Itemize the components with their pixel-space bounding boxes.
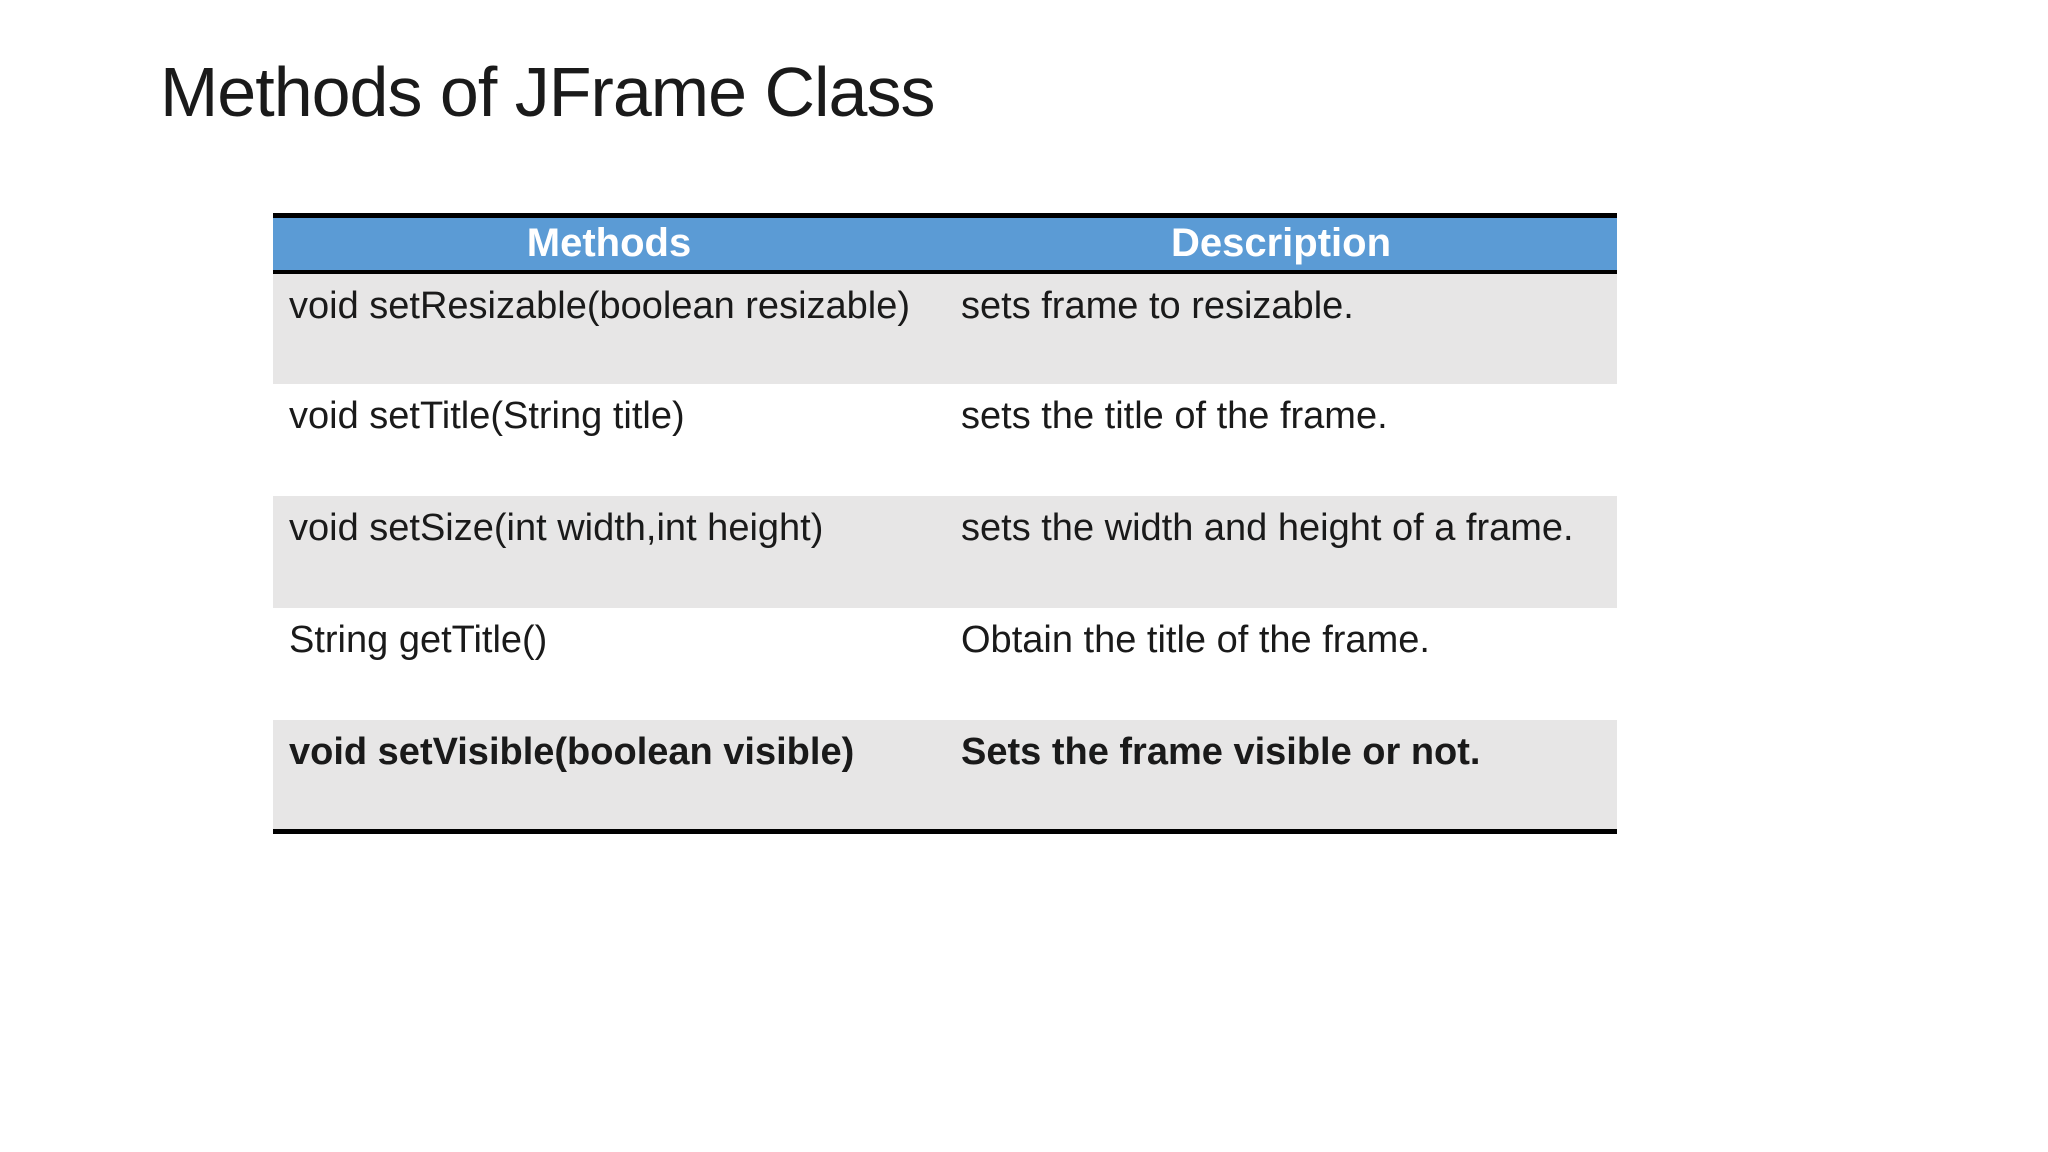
table-row: void setResizable(boolean resizable) set…: [273, 271, 1617, 384]
table-row: void setSize(int width,int height) sets …: [273, 495, 1617, 608]
cell-description: sets frame to resizable.: [945, 271, 1617, 384]
table-row: void setVisible(boolean visible) Sets th…: [273, 719, 1617, 832]
header-cell-methods: Methods: [273, 215, 945, 274]
cell-method: void setResizable(boolean resizable): [273, 271, 945, 384]
cell-method: void setTitle(String title): [273, 383, 945, 496]
cell-description: sets the width and height of a frame.: [945, 495, 1617, 608]
cell-description: Sets the frame visible or not.: [945, 719, 1617, 832]
table-row: String getTitle() Obtain the title of th…: [273, 607, 1617, 720]
table-row: void setTitle(String title) sets the tit…: [273, 383, 1617, 496]
cell-method: void setSize(int width,int height): [273, 495, 945, 608]
methods-table: Methods Description void setResizable(bo…: [273, 213, 1617, 834]
cell-description: sets the title of the frame.: [945, 383, 1617, 496]
cell-method: void setVisible(boolean visible): [273, 719, 945, 832]
cell-method: String getTitle(): [273, 607, 945, 720]
cell-description: Obtain the title of the frame.: [945, 607, 1617, 720]
header-cell-description: Description: [945, 215, 1617, 274]
table-header-row: Methods Description: [273, 215, 1617, 274]
page-title: Methods of JFrame Class: [160, 53, 935, 131]
